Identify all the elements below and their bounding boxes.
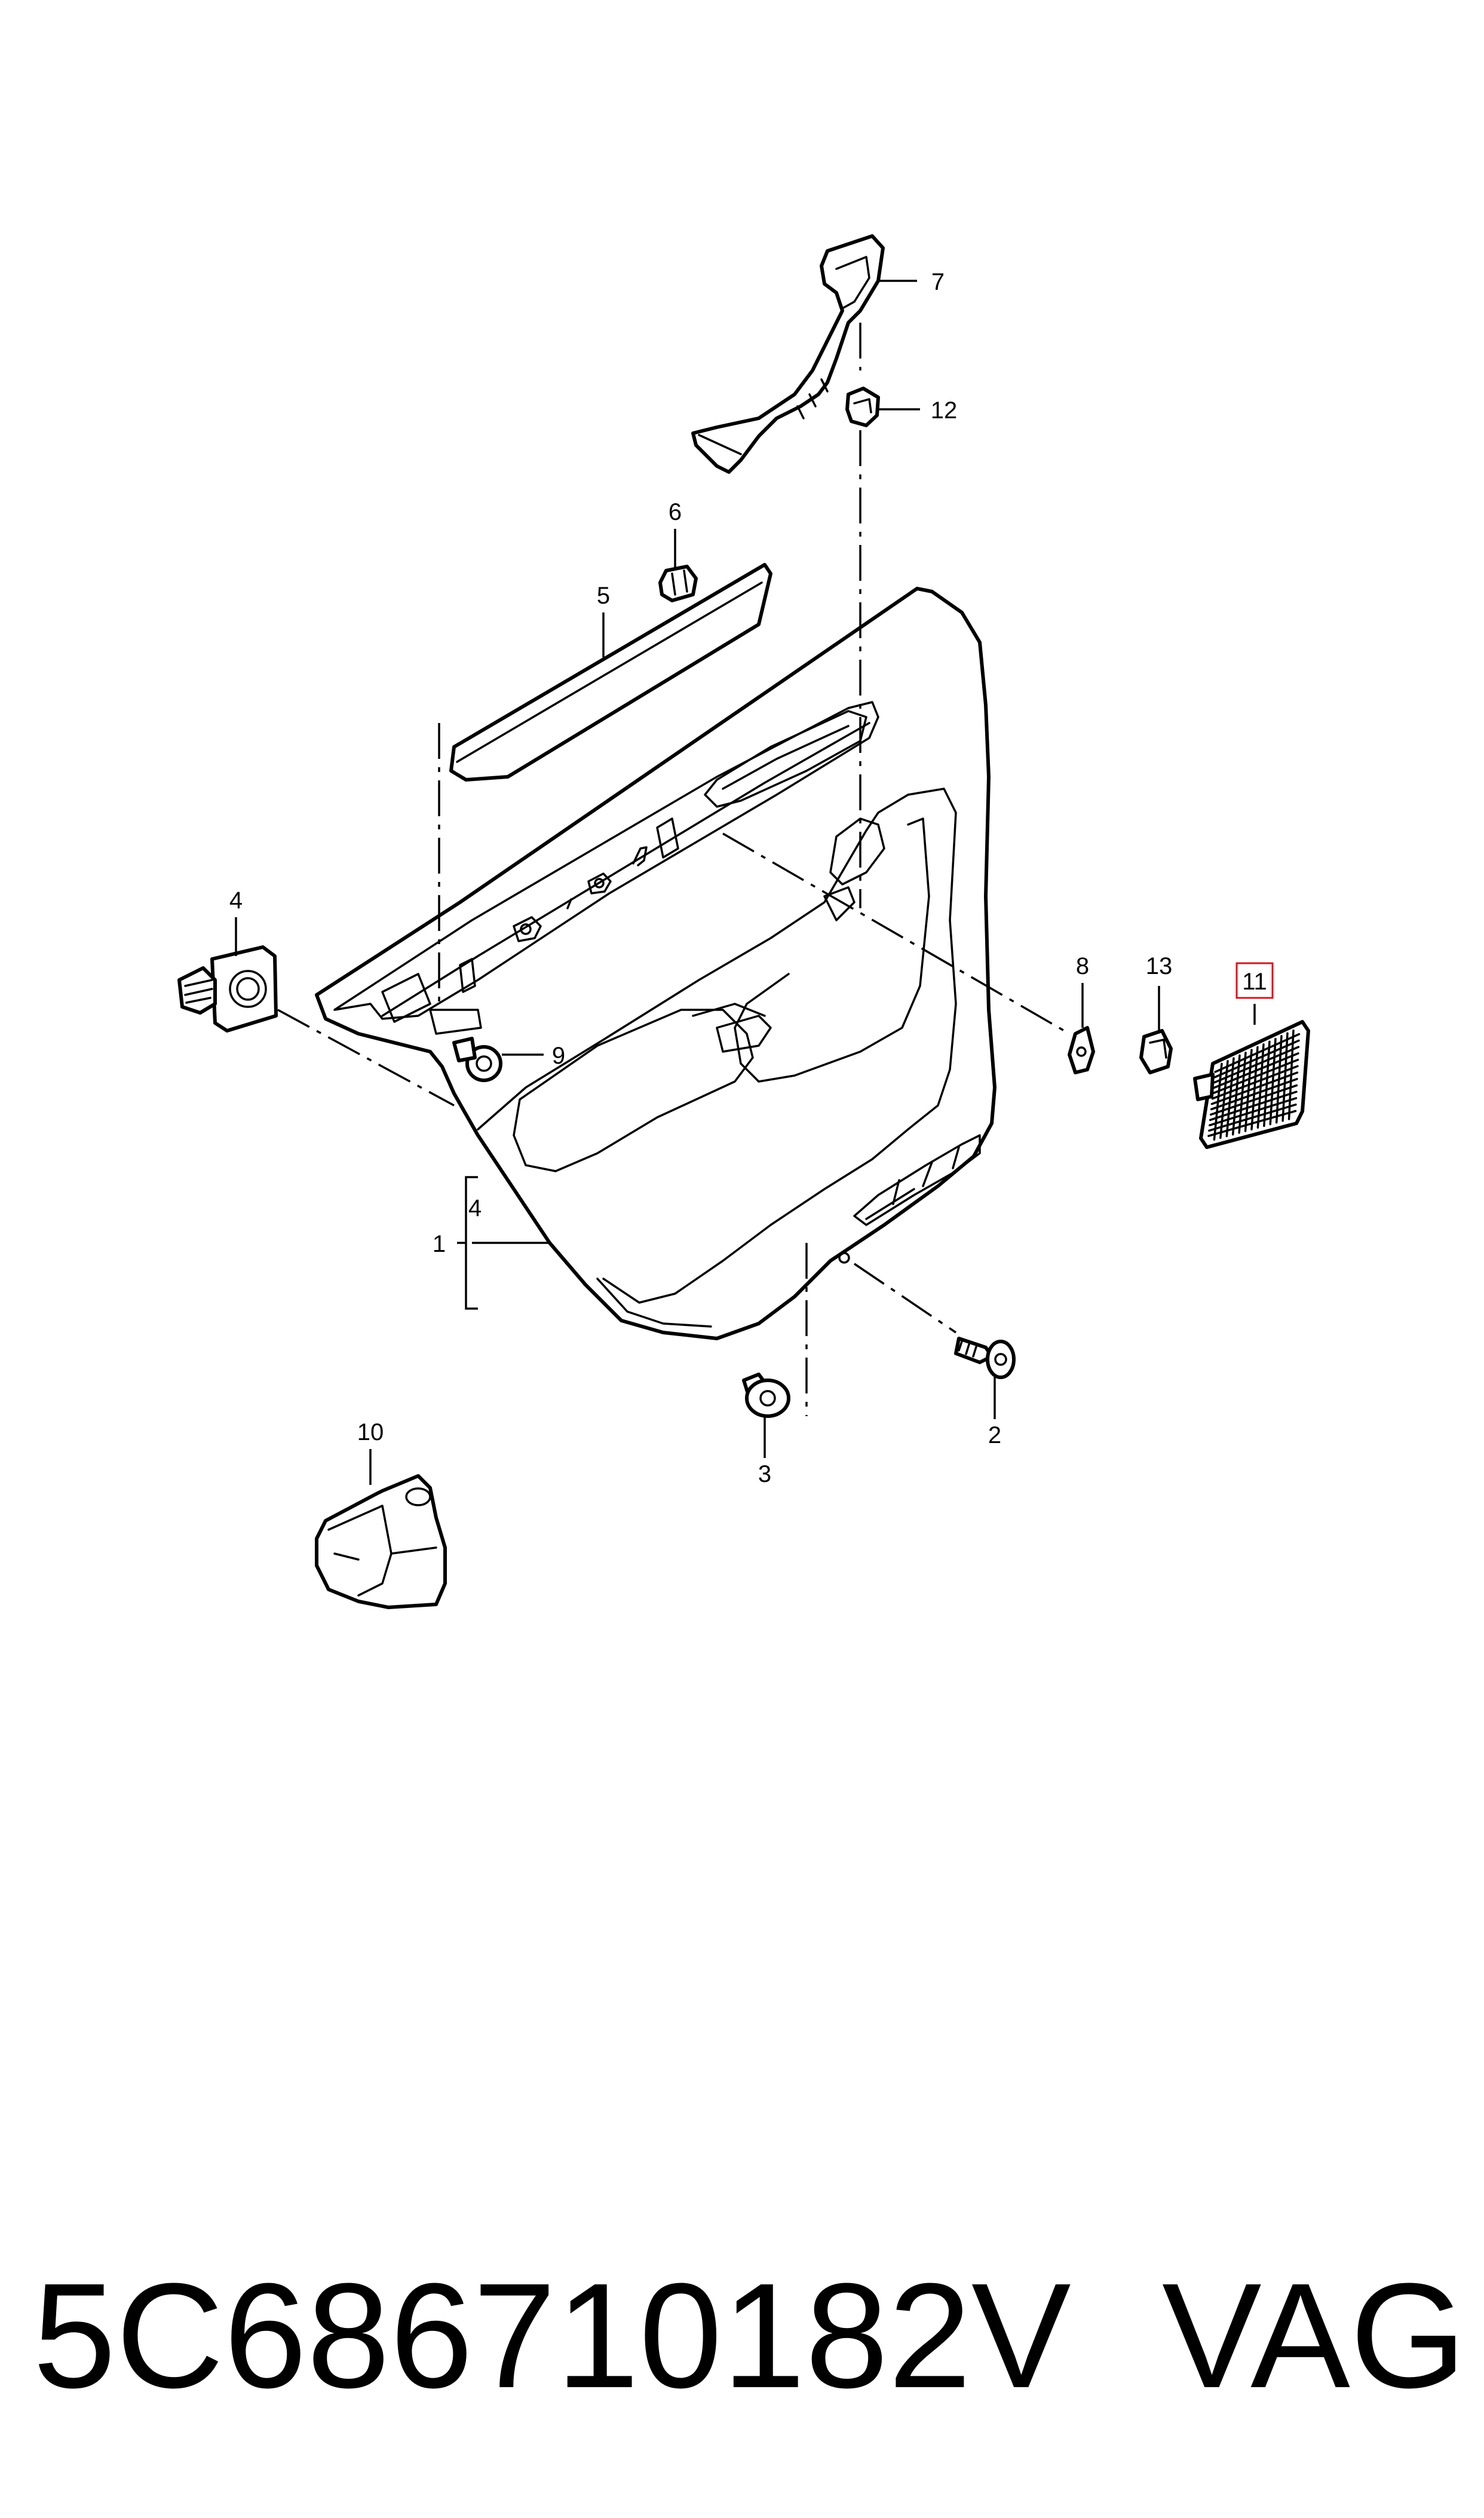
callout-1: 1 [433, 1231, 446, 1257]
callout-3: 3 [758, 1461, 771, 1487]
grille-mesh-line [1269, 1037, 1277, 1126]
callout-10: 10 [357, 1419, 384, 1445]
part-7-grab-handle [691, 234, 885, 474]
grille-mesh-line [1209, 1084, 1298, 1116]
part-number-text: 5C686710182V [33, 2252, 1071, 2419]
part-6-clip [658, 565, 698, 602]
callout-labels: 7 12 6 5 4 9 8 13 11 1 4 2 3 10 [229, 269, 1274, 1487]
callout-13: 13 [1146, 953, 1173, 979]
assembly-lines [277, 323, 1070, 1416]
grille-mesh [1207, 1029, 1301, 1141]
part-5-trim-strip [449, 563, 772, 782]
callout-12: 12 [931, 397, 958, 424]
grille-mesh-line [1210, 1071, 1299, 1105]
part-1-door-panel [315, 587, 997, 1340]
part-2-screw [954, 1337, 1016, 1379]
callout-6: 6 [669, 499, 682, 525]
callout-7: 7 [931, 269, 945, 295]
callout-8: 8 [1076, 953, 1089, 979]
part-11-speaker-grille [1193, 1020, 1310, 1149]
grille-mesh-line [1281, 1032, 1289, 1122]
part-10-bracket [315, 1474, 447, 1609]
part-8-clip [1068, 1026, 1095, 1074]
grille-mesh-line [1209, 1090, 1298, 1122]
part-4-fastener-clip [177, 945, 278, 1033]
callout-11-highlight-box [1235, 962, 1274, 999]
grille-mesh-line [1287, 1029, 1295, 1120]
part-9-clip [452, 1037, 502, 1082]
part-3-rivet [742, 1373, 790, 1418]
grille-mesh-line [1275, 1035, 1283, 1124]
grille-mesh-line [1256, 1043, 1265, 1129]
callout-11: 11 [1242, 969, 1267, 995]
grille-mesh-line [1210, 1077, 1298, 1111]
part-13-clip-nut [1139, 1029, 1173, 1074]
leader-lines [235, 280, 1256, 1485]
callout-2: 2 [988, 1422, 1001, 1448]
callout-5: 5 [597, 583, 610, 609]
callout-4-clip: 4 [229, 887, 243, 914]
part-12-clip [845, 387, 880, 427]
grille-mesh-line [1208, 1103, 1297, 1132]
footer-caption: 5C686710182V VAG [33, 2252, 1466, 2419]
brand-text: VAG [1162, 2252, 1466, 2419]
grille-mesh-line [1209, 1097, 1298, 1126]
callout-9: 9 [552, 1043, 565, 1069]
callout-4-group: 4 [468, 1195, 482, 1221]
grille-mesh-line [1207, 1110, 1297, 1137]
grille-mesh-line [1263, 1040, 1271, 1128]
